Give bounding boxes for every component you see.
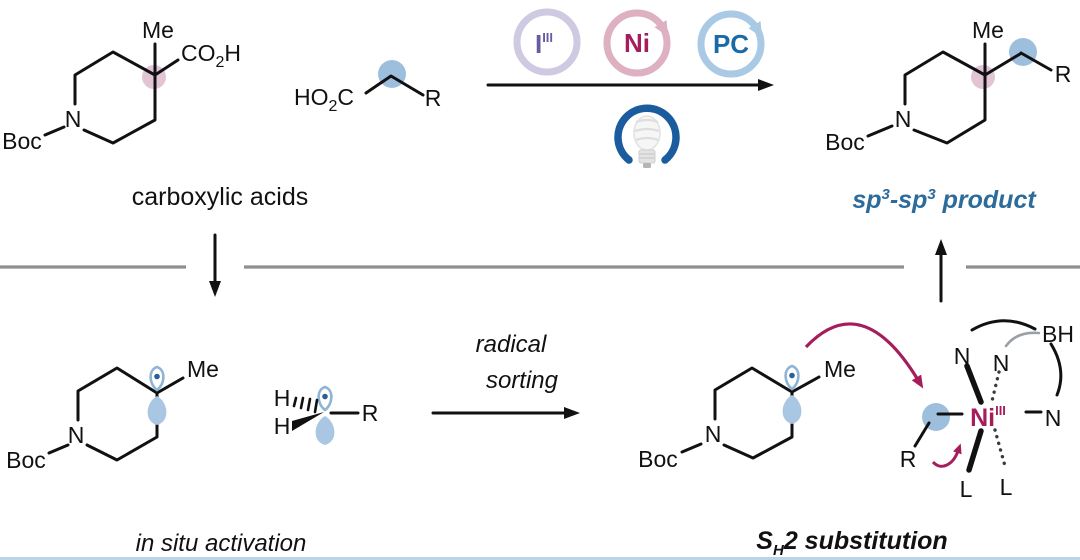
radical-sorting-label-line2: sorting: [486, 367, 559, 394]
boc-bond: [680, 442, 703, 454]
blue-highlight-methylene: [1009, 38, 1037, 66]
radical-p-orbital: [314, 385, 336, 447]
boc-label: Boc: [2, 128, 42, 154]
boc-label: Boc: [638, 446, 678, 472]
alkyl-bonds: [364, 74, 425, 97]
boc-label: Boc: [825, 129, 865, 155]
nickel-label: Ni: [624, 28, 650, 58]
me-label: Me: [142, 17, 174, 43]
ligand-arc-gray: [1004, 331, 1041, 348]
radical-p-orbital: [146, 365, 168, 427]
n-ni-bold-bond: [964, 363, 984, 405]
catalyst-nickel-badge: Ni: [603, 9, 671, 77]
solid-wedge-bond: [292, 412, 324, 431]
ring-bonds: [76, 366, 159, 422]
sh2-substitution-caption: SH2 substitution: [756, 527, 947, 559]
bulb-base: [638, 149, 656, 164]
radical-p-orbital: [781, 364, 803, 426]
radical-attack-curved-arrow: [804, 322, 924, 389]
ni-center-label: NiIII: [970, 403, 1006, 432]
co2h-label: CO2H: [181, 40, 241, 71]
sp3-sp3-product-caption: sp3-sp3 product: [852, 186, 1037, 214]
n-ligand-label: N: [954, 343, 971, 369]
n-atom-label: N: [705, 421, 722, 447]
ni-l-bold-bond: [966, 428, 984, 473]
pc-cycle-arrowhead: [748, 21, 762, 38]
ligand-arc-left: [970, 319, 1037, 332]
me-label: Me: [187, 356, 219, 382]
l-ligand-label: L: [1000, 474, 1013, 500]
molecule-piperidinyl-radical-2: Me N Boc: [638, 356, 856, 472]
bh-label: BH: [1042, 321, 1074, 347]
in-situ-activation-caption: in situ activation: [136, 530, 307, 557]
n-atom-label: N: [68, 422, 85, 448]
r-group-label: R: [362, 400, 379, 426]
nickel-cycle-ring: [603, 9, 671, 77]
boc-bond: [47, 443, 70, 455]
n-ni-dotted-bond: [990, 370, 1001, 403]
lightbulb-arc: [614, 104, 680, 164]
co2h-bond: [153, 58, 180, 77]
ligand-arc-right: [1049, 342, 1063, 397]
me-label: Me: [824, 356, 856, 382]
nickel-cycle-arrowhead: [654, 20, 668, 37]
c-r-bond: [913, 421, 931, 448]
r-group-label: R: [1055, 61, 1072, 87]
catalyst-iodine-badge: IIII: [513, 8, 581, 76]
iodine-label: IIII: [535, 29, 553, 59]
ring-bonds: [722, 390, 794, 460]
ring-bonds: [713, 366, 794, 421]
n-atom-label: N: [65, 106, 82, 132]
hashed-wedge-bond: [292, 396, 319, 414]
wedge-bond: [983, 52, 1022, 77]
molecule-product: N Boc Me R: [825, 17, 1071, 155]
molecule-carboxylic-acid: N Boc Me CO2H: [2, 17, 241, 154]
ring-bonds: [82, 73, 157, 145]
boc-bond: [866, 124, 894, 138]
bulb-base-threads: [639, 153, 655, 159]
homolysis-curved-arrow: [931, 443, 962, 468]
ring-bonds: [903, 50, 987, 106]
ring-bonds: [73, 50, 157, 106]
ring-bonds: [85, 391, 159, 462]
n-atom-label: N: [895, 106, 912, 132]
photocatalyst-label: PC: [713, 29, 749, 59]
me-bond: [155, 376, 185, 395]
ring-bonds: [912, 73, 987, 145]
me-bond: [790, 375, 821, 394]
molecule-methyl-radical: H H R: [274, 385, 379, 447]
pc-cycle-ring: [697, 10, 765, 78]
bulb-tip: [643, 163, 651, 168]
carboxylic-acids-caption: carboxylic acids: [132, 183, 308, 211]
lightbulb-icon: [614, 104, 680, 168]
molecule-alkyl-acid: HO2C R: [294, 60, 441, 115]
molecule-piperidinyl-radical: Me N Boc: [6, 356, 219, 473]
me-label: Me: [972, 17, 1004, 43]
h-atom-label: H: [274, 385, 291, 411]
catalyst-photocatalyst-badge: PC: [697, 10, 765, 78]
n-ligand-gray-label: N: [993, 350, 1010, 376]
bulb-spiral: [634, 118, 660, 142]
r-group-label: R: [900, 446, 917, 472]
bottom-border-strip: [0, 557, 1080, 560]
ho2c-label: HO2C: [294, 84, 354, 115]
r-group-label: R: [425, 85, 442, 111]
n-ligand-label: N: [1045, 405, 1062, 431]
h-atom-label: H: [274, 413, 291, 439]
boc-bond: [43, 125, 66, 137]
l-ligand-label: L: [960, 476, 973, 502]
iodine-cycle-ring: [513, 8, 581, 76]
ni-l-dotted-bond: [993, 428, 1007, 468]
radical-sorting-label-line1: radical: [476, 331, 547, 358]
nickel-complex: NiIII N N N BH R L L: [900, 319, 1074, 502]
ch2-r-bond: [1019, 51, 1053, 72]
boc-label: Boc: [6, 447, 46, 473]
